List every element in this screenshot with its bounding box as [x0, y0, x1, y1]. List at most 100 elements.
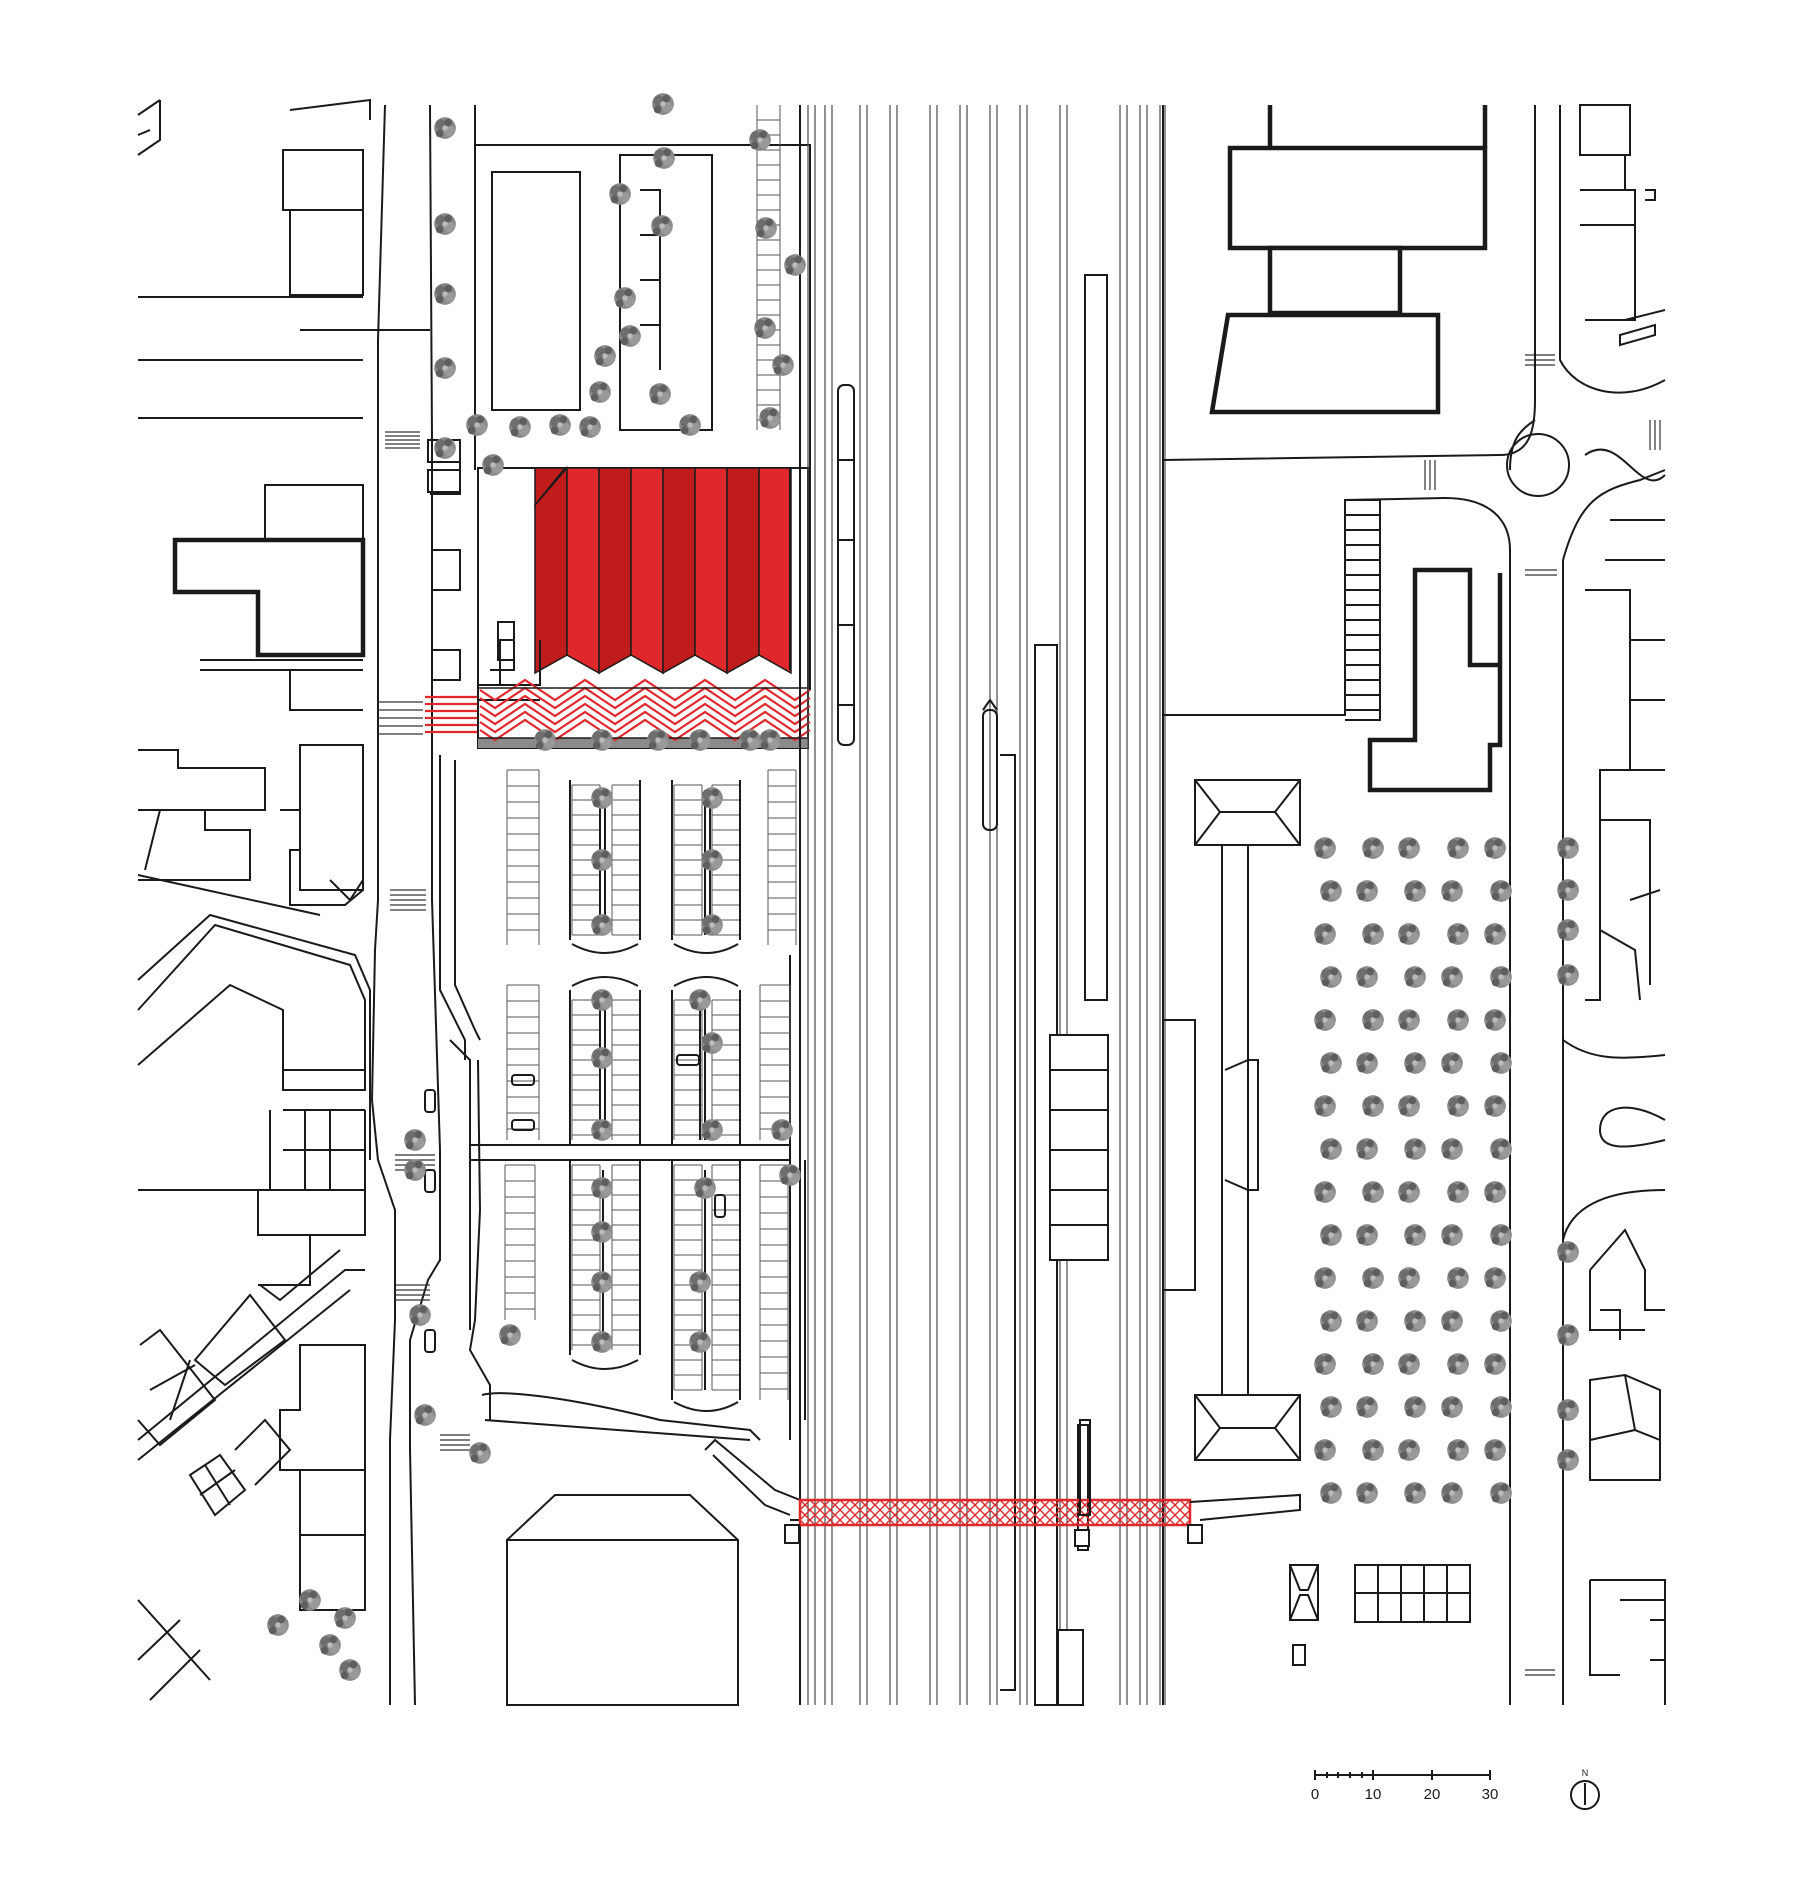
tree-icon [1490, 880, 1512, 902]
scale-tick-30: 30 [1482, 1786, 1499, 1803]
tree-icon [1490, 1396, 1512, 1418]
tree-icon [779, 1164, 801, 1186]
tree-icon [499, 1324, 521, 1346]
tree-icon [591, 1271, 613, 1293]
tree-icon [609, 183, 631, 205]
railway-tracks [799, 105, 1166, 1705]
tree-icon [1447, 1267, 1469, 1289]
tree-icon [1356, 1138, 1378, 1160]
tree-icon [771, 1119, 793, 1141]
tree-icon [1398, 1267, 1420, 1289]
tree-icon [1441, 880, 1463, 902]
tree-icon [1320, 966, 1342, 988]
tree-icon [1362, 1095, 1384, 1117]
tree-icon [653, 147, 675, 169]
tree-icon [267, 1614, 289, 1636]
tree-icon [1362, 837, 1384, 859]
tree-icon [649, 383, 671, 405]
tree-icon [1484, 1267, 1506, 1289]
tree-icon [466, 414, 488, 436]
plaza-zigzag-line [479, 678, 811, 702]
tree-icon [1447, 1095, 1469, 1117]
tree-icon [1398, 1181, 1420, 1203]
tree-icon [754, 317, 776, 339]
tree-icon [1484, 837, 1506, 859]
tree-icon [1447, 1181, 1469, 1203]
tree-icon [1441, 1224, 1463, 1246]
tree-icon [1356, 1052, 1378, 1074]
scale-tick-10: 10 [1365, 1786, 1382, 1803]
tree-icon [1441, 1138, 1463, 1160]
tree-icon [701, 1032, 723, 1054]
station-roof-red [478, 465, 808, 748]
tree-icon [1356, 1482, 1378, 1504]
tree-icon [1404, 1224, 1426, 1246]
tree-icon [755, 217, 777, 239]
tree-icon [509, 416, 531, 438]
roof-panel [694, 467, 728, 675]
entrance-plaza-red [425, 678, 811, 742]
tree-icon [1398, 1439, 1420, 1461]
plaza-zigzag-line [479, 694, 811, 718]
tree-icon [299, 1589, 321, 1611]
tree-icon [1404, 1396, 1426, 1418]
tree-icon [1320, 1052, 1342, 1074]
tree-icon [534, 729, 556, 751]
tree-icon [749, 129, 771, 151]
tree-icon [1314, 837, 1336, 859]
tree-icon [619, 325, 641, 347]
tree-icon [591, 729, 613, 751]
tree-icon [1557, 1399, 1579, 1421]
tree-icon [739, 729, 761, 751]
tree-icon [339, 1659, 361, 1681]
tree-icon [589, 381, 611, 403]
tree-icon [434, 283, 456, 305]
parking-islands [569, 780, 741, 1412]
tree-icon [1490, 966, 1512, 988]
north-arrow-icon: N [1570, 1768, 1600, 1810]
tree-icon [1441, 1310, 1463, 1332]
tree-icon [404, 1159, 426, 1181]
tree-icon [1557, 879, 1579, 901]
tree-icon [1320, 1310, 1342, 1332]
tree-icon [591, 1221, 613, 1243]
tree-icon [1557, 919, 1579, 941]
tree-icon [651, 215, 673, 237]
tree-icon [1557, 1449, 1579, 1471]
parking-stalls [504, 769, 797, 1400]
tree-icon [689, 1331, 711, 1353]
tree-icon [1362, 923, 1384, 945]
tree-icon [1447, 1353, 1469, 1375]
tree-icon [689, 729, 711, 751]
tree-icon [1441, 1396, 1463, 1418]
tree-icon [1404, 1138, 1426, 1160]
tree-icon [1320, 1224, 1342, 1246]
tree-icon [1398, 923, 1420, 945]
tree-icon [1404, 966, 1426, 988]
tree-icon [1557, 1241, 1579, 1263]
tree-icon [434, 437, 456, 459]
tree-icon [1314, 1181, 1336, 1203]
tree-icon [689, 989, 711, 1011]
tree-icon [591, 849, 613, 871]
footbridge-deck-red [798, 1498, 1192, 1527]
tree-icon [1484, 923, 1506, 945]
tree-icon [784, 254, 806, 276]
tree-icon [1314, 1439, 1336, 1461]
tree-icon [1490, 1138, 1512, 1160]
tree-icon [591, 787, 613, 809]
tree-icon [591, 1177, 613, 1199]
roof-panel [726, 467, 760, 675]
tree-icon [1490, 1310, 1512, 1332]
tree-icon [1398, 1009, 1420, 1031]
tree-icon [1484, 1353, 1506, 1375]
tree-icon [594, 345, 616, 367]
tree-icon [334, 1607, 356, 1629]
tree-icon [1356, 1224, 1378, 1246]
tree-icon [1398, 1353, 1420, 1375]
tree-icon [434, 357, 456, 379]
roof-panel [758, 467, 792, 675]
plaza-zigzag-line [479, 702, 811, 726]
tree-icon [701, 849, 723, 871]
